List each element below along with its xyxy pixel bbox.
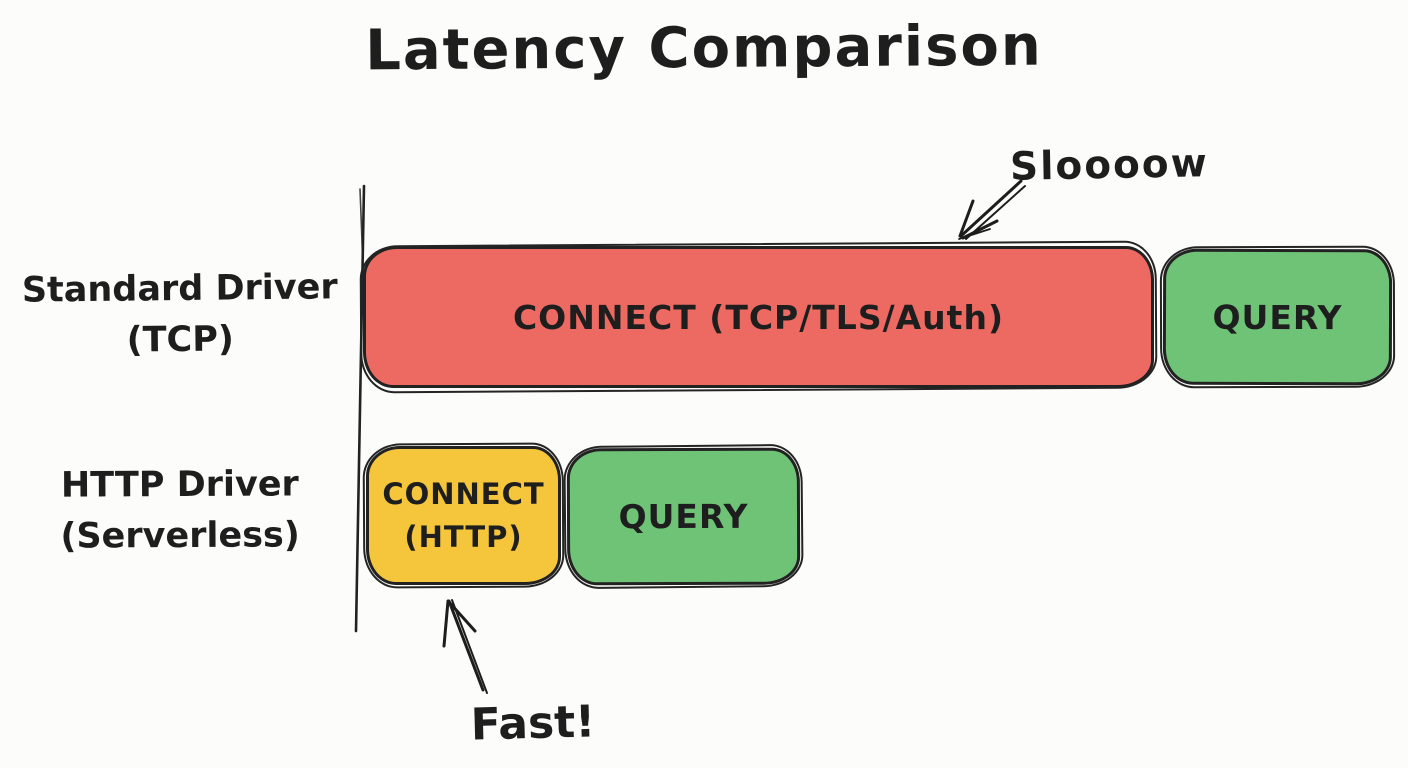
http-driver-connect-bar-label-line1: CONNECT: [382, 477, 545, 512]
sloooow-label: Sloooow: [1009, 141, 1210, 190]
row-label-http-driver: HTTP Driver (Serverless): [5, 459, 356, 562]
http-driver-query-bar: QUERY: [566, 447, 801, 586]
fast-label: Fast!: [470, 696, 596, 751]
row-label-standard-driver-line2: (TCP): [126, 319, 235, 361]
http-driver-connect-bar: CONNECT (HTTP): [366, 446, 561, 585]
sloooow-arrow: [958, 179, 1026, 240]
standard-driver-connect-bar-label: CONNECT (TCP/TLS/Auth): [512, 297, 1005, 337]
standard-driver-connect-bar: CONNECT (TCP/TLS/Auth): [363, 246, 1154, 388]
diagram-title: Latency Comparison: [364, 13, 1043, 84]
row-label-http-driver-line1: HTTP Driver: [60, 464, 299, 506]
row-label-standard-driver-line1: Standard Driver: [21, 267, 338, 311]
fast-arrow: [442, 599, 488, 694]
http-driver-connect-bar-label-line2: (HTTP): [404, 519, 523, 554]
standard-driver-query-bar: QUERY: [1162, 248, 1393, 386]
timeline-axis-line: [354, 184, 366, 633]
row-label-standard-driver: Standard Driver (TCP): [4, 262, 355, 367]
row-label-http-driver-line2: (Serverless): [60, 515, 300, 557]
standard-driver-query-bar-label: QUERY: [1212, 297, 1343, 337]
http-driver-query-bar-label: QUERY: [618, 496, 749, 537]
